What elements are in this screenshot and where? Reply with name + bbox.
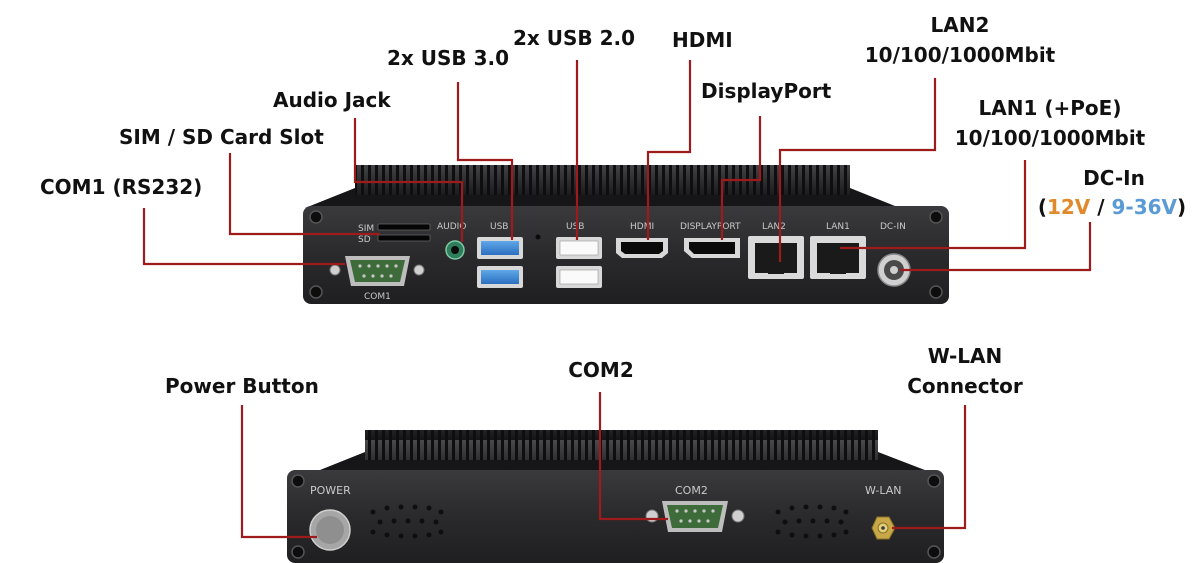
com1-pins <box>358 264 398 278</box>
callout-com1: COM1 (RS232) <box>40 175 202 199</box>
callout-displayport: DisplayPort <box>701 79 832 103</box>
vent-holes-right <box>775 504 849 539</box>
dcin-9-36v: 9-36V <box>1112 195 1178 219</box>
screw-icon <box>291 545 305 559</box>
dcin-open-paren: ( <box>1038 195 1047 219</box>
leader-sim-sd <box>228 153 380 236</box>
rear-panel <box>287 470 944 563</box>
silk-lan1: LAN1 <box>826 222 850 232</box>
screw-icon <box>291 474 305 488</box>
silk-com2: COM2 <box>675 484 708 497</box>
callout-power: Power Button <box>165 374 319 398</box>
silk-hdmi: HDMI <box>630 222 654 232</box>
screw-icon <box>309 285 323 299</box>
com1-screw-right <box>413 264 425 276</box>
leader-displayport <box>720 116 762 240</box>
front-heatsink-fins <box>355 165 850 195</box>
silk-sim: SIM <box>358 224 374 234</box>
callout-dcin-voltage: (12V / 9-36V) <box>1038 195 1186 219</box>
front-callouts: COM1 (RS232) SIM / SD Card Slot Audio Ja… <box>40 13 1186 219</box>
dcin-12v: 12V <box>1047 195 1091 219</box>
usb2-port-top-tongue <box>559 240 599 256</box>
callout-hdmi: HDMI <box>672 28 733 52</box>
callout-wlan-connector: Connector <box>907 374 1023 398</box>
rear-heatsink-fins <box>365 430 878 460</box>
usb3-port-bottom-tongue <box>481 270 519 284</box>
callout-com2: COM2 <box>568 358 634 382</box>
callout-lan1-name: LAN1 (+PoE) <box>979 96 1122 120</box>
front-leader-lines <box>142 60 1092 272</box>
com1-port-insert <box>350 260 405 282</box>
silk-sd: SD <box>358 235 371 245</box>
screw-icon <box>309 210 323 224</box>
screw-icon <box>927 545 941 559</box>
leader-audio <box>353 118 464 242</box>
rear-device: POWER COM2 W-LAN <box>287 430 944 563</box>
silk-power: POWER <box>310 484 351 497</box>
com2-pins <box>675 509 715 523</box>
front-device: SIM SD AUDIO USB USB HDMI DISPLAYPORT LA… <box>303 165 949 304</box>
leader-lan1 <box>840 160 1027 250</box>
com2-port-insert <box>667 505 723 528</box>
leader-hdmi <box>646 60 692 240</box>
usb3-port-top-tongue <box>481 241 519 255</box>
silk-displayport: DISPLAYPORT <box>680 222 741 232</box>
callout-wlan-name: W-LAN <box>928 344 1002 368</box>
com2-screw-left <box>645 509 659 523</box>
lan2-port-latch <box>768 268 784 274</box>
com1-screw-left <box>329 264 341 276</box>
hdmi-port-opening <box>621 242 663 254</box>
callout-lan1-speed: 10/100/1000Mbit <box>955 126 1146 150</box>
leader-lan2 <box>778 78 937 262</box>
silk-com1: COM1 <box>364 292 391 302</box>
screw-icon <box>929 210 943 224</box>
callout-usb2: 2x USB 2.0 <box>513 26 635 50</box>
callout-audio: Audio Jack <box>273 88 391 112</box>
dcin-close-paren: ) <box>1177 195 1186 219</box>
sd-slot[interactable] <box>377 234 431 242</box>
callout-dcin-title: DC-In <box>1083 166 1145 190</box>
leader-power <box>240 405 317 539</box>
audio-jack-hole <box>451 246 459 254</box>
callout-lan2-name: LAN2 <box>931 13 990 37</box>
vent-holes-left <box>370 504 444 539</box>
leader-com2 <box>598 392 668 521</box>
indicator-led <box>535 234 541 240</box>
usb2-port-bottom-tongue <box>559 269 599 285</box>
callout-usb3: 2x USB 3.0 <box>387 46 509 70</box>
wlan-connector-pin <box>881 526 885 530</box>
rear-callouts: Power Button COM2 W-LAN Connector <box>165 344 1023 398</box>
sim-slot[interactable] <box>377 223 431 231</box>
screw-icon <box>927 474 941 488</box>
power-button-cap <box>316 516 344 544</box>
dc-in-jack-pin <box>890 266 898 274</box>
displayport-port-opening <box>689 242 735 254</box>
silk-dcin: DC-IN <box>880 222 906 232</box>
silk-wlan: W-LAN <box>865 484 902 497</box>
callout-lan2-speed: 10/100/1000Mbit <box>865 43 1056 67</box>
leader-wlan <box>892 405 967 530</box>
dcin-separator: / <box>1090 195 1111 219</box>
callout-sim-sd: SIM / SD Card Slot <box>119 125 324 149</box>
lan1-port-latch <box>830 268 846 274</box>
silk-lan2: LAN2 <box>762 222 786 232</box>
leader-usb3 <box>456 82 514 240</box>
silk-usb-3: USB <box>490 222 508 232</box>
leader-com1 <box>142 208 345 266</box>
leader-dcin <box>900 222 1092 272</box>
silk-audio: AUDIO <box>437 222 466 232</box>
silk-usb-2: USB <box>566 222 584 232</box>
rear-leader-lines <box>240 392 967 539</box>
com2-screw-right <box>731 509 745 523</box>
screw-icon <box>929 285 943 299</box>
